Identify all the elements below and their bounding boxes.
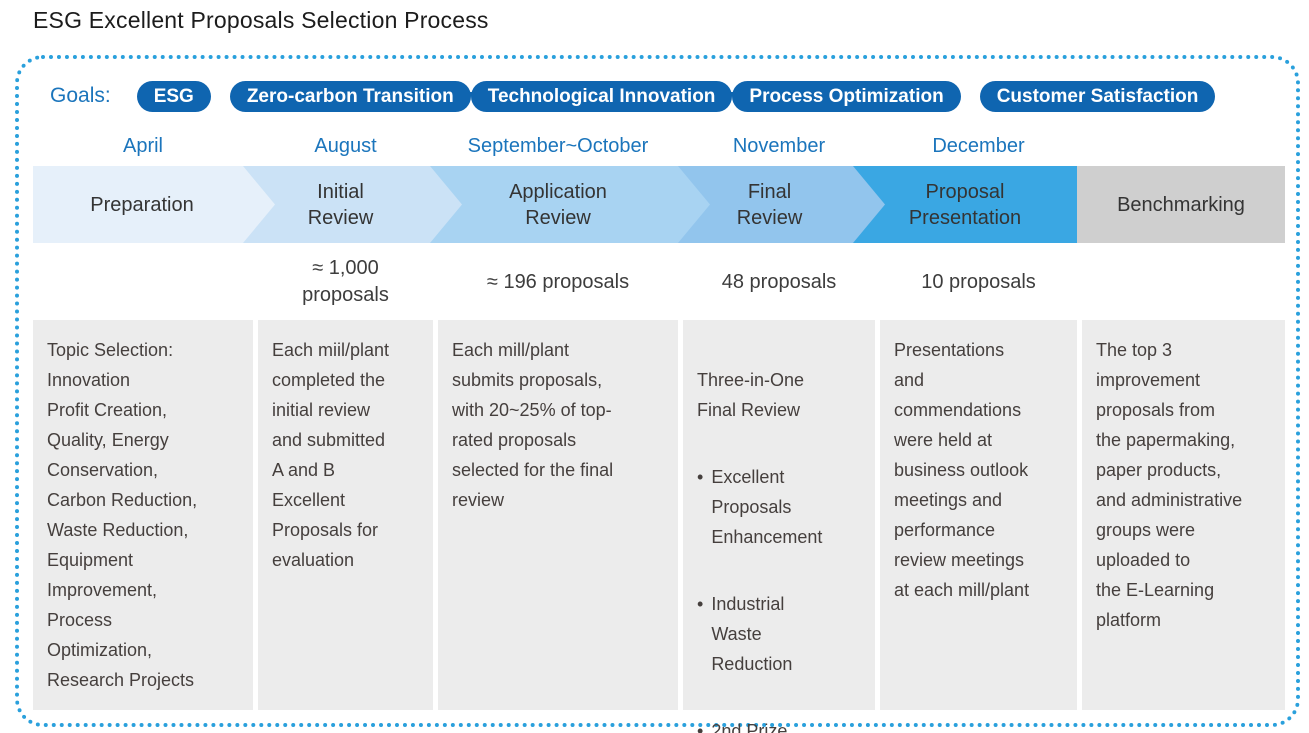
detail-box-proposal-presentation: Presentations and commendations were hel…: [880, 320, 1077, 710]
month-label: [1082, 135, 1285, 163]
goal-pill-zero-carbon: Zero-carbon Transition: [229, 80, 471, 112]
goal-pill-technological-innovation: Technological Innovation: [470, 80, 733, 112]
month-label: September~October: [467, 135, 649, 157]
stage-chevron-proposal-presentation: Proposal Presentation: [853, 166, 1077, 243]
month-label: August: [314, 135, 377, 157]
bullet-item: Excellent Proposals Enhancement: [697, 462, 865, 552]
process-board: Goals: ESG Zero-carbon Transition Techno…: [15, 55, 1300, 733]
bullet-item: 2nd Prize and above Proposals: [697, 716, 865, 733]
stage-chevron-final-review: Final Review: [678, 166, 885, 243]
page-title: ESG Excellent Proposals Selection Proces…: [33, 7, 489, 33]
goal-pill-customer-satisfaction: Customer Satisfaction: [979, 80, 1216, 112]
detail-box-application-review: Each mill/plant submits proposals, with …: [438, 320, 678, 710]
proposal-count: 48 proposals: [721, 270, 837, 293]
proposal-count: ≈ 1,000 proposals: [302, 257, 389, 306]
proposal-count: 10 proposals: [921, 270, 1036, 293]
goal-pill-esg: ESG: [136, 80, 211, 112]
bullet-item: Industrial Waste Reduction: [697, 589, 865, 679]
proposal-count: [1082, 252, 1285, 312]
detail-box-final-review: Three-in-One Final Review Excellent Prop…: [683, 320, 875, 733]
detail-intro: Three-in-One Final Review: [697, 370, 805, 420]
proposal-count: [33, 252, 253, 312]
stage-chevron-initial-review: Initial Review: [243, 166, 462, 243]
stage-detail-boxes: Topic Selection: Innovation Profit Creat…: [33, 320, 1285, 733]
goals-row: Goals: ESG Zero-carbon Transition Techno…: [33, 80, 1285, 112]
stage-block-benchmarking: Benchmarking: [1077, 166, 1285, 243]
stage-chevron-application-review: Application Review: [430, 166, 710, 243]
proposal-count: ≈ 196 proposals: [486, 270, 630, 293]
detail-box-preparation: Topic Selection: Innovation Profit Creat…: [33, 320, 253, 710]
goal-pill-process-optimization: Process Optimization: [732, 80, 961, 112]
month-label: April: [122, 135, 163, 157]
detail-box-initial-review: Each miil/plant completed the initial re…: [258, 320, 433, 710]
month-label: November: [732, 135, 826, 157]
months-row: April August September~October November …: [33, 135, 1285, 163]
goals-label: Goals:: [50, 84, 111, 107]
month-label: December: [932, 135, 1025, 157]
process-bar: Preparation Initial Review Application R…: [33, 166, 1285, 243]
stage-chevron-preparation: Preparation: [33, 166, 275, 243]
detail-box-benchmarking: The top 3 improvement proposals from the…: [1082, 320, 1285, 710]
proposal-counts-row: ≈ 1,000 proposals ≈ 196 proposals 48 pro…: [33, 252, 1285, 312]
